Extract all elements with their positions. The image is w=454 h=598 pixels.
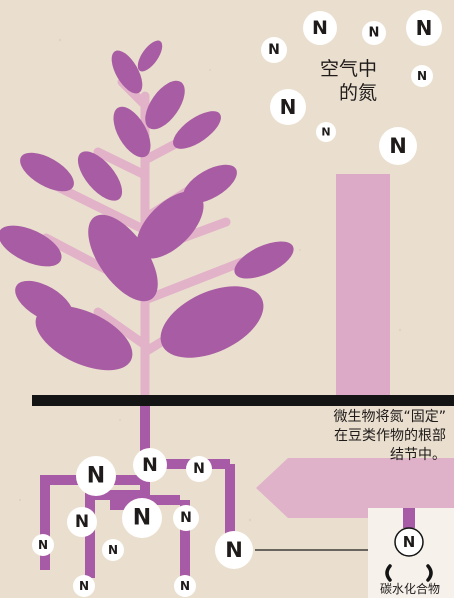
leaf	[35, 305, 133, 371]
leaf	[0, 225, 62, 267]
fixation-note-line-2: 在豆类作物的根部	[334, 427, 446, 444]
nitrogen-circle: N	[394, 527, 424, 557]
atmospheric-nitrogen-bar	[336, 174, 390, 398]
leaf	[88, 214, 158, 302]
fixation-arrow	[256, 458, 454, 518]
nitrogen-circle: N	[303, 11, 337, 45]
nitrogen-circle: N	[122, 498, 162, 538]
nitrogen-circle: N	[316, 122, 336, 142]
nitrogen-circle: N	[270, 89, 306, 125]
nitrogen-circle: N	[73, 575, 95, 597]
nitrogen-circle: N	[174, 575, 196, 597]
leaf	[234, 241, 294, 279]
fixation-note-line-1: 微生物将氮“固定”	[333, 409, 446, 425]
nitrogen-symbol: N	[389, 134, 407, 158]
nitrogen-circle: N	[379, 127, 417, 165]
nitrogen-circle: N	[215, 531, 253, 569]
nitrogen-circle: N	[67, 507, 97, 537]
nitrogen-circle: N	[362, 21, 386, 45]
fixation-note-line-3: 结节中。	[390, 446, 446, 463]
nitrogen-circle: N	[102, 539, 124, 561]
air-label-line-1: 空气中	[320, 58, 378, 80]
nitrogen-symbol: N	[312, 17, 328, 39]
nitrogen-symbol: N	[75, 512, 89, 532]
nitrogen-circle: N	[173, 505, 199, 531]
nitrogen-circle: N	[261, 37, 287, 63]
leaf	[136, 191, 204, 259]
nitrogen-symbol: N	[268, 42, 280, 58]
nitrogen-symbol: N	[108, 543, 118, 557]
nitrogen-symbol: N	[225, 538, 243, 562]
air-nitrogen-label: 空气中 的氮	[320, 58, 377, 106]
nitrogen-circle: N	[411, 65, 433, 87]
nitrogen-circle: N	[406, 10, 442, 46]
nitrogen-circle: N	[133, 448, 167, 482]
carbohydrate-stem	[403, 508, 415, 528]
leaf	[111, 50, 143, 94]
nitrogen-symbol: N	[79, 579, 89, 593]
cycle-arrows-icon	[385, 564, 433, 582]
nitrogen-symbol: N	[133, 506, 151, 531]
nitrogen-symbol: N	[403, 533, 416, 551]
nitrogen-circle: N	[76, 456, 116, 496]
leaf	[145, 80, 185, 130]
plant-roots	[40, 406, 235, 582]
nitrogen-symbol: N	[180, 510, 192, 526]
nitrogen-circle: N	[32, 534, 54, 556]
nitrogen-symbol: N	[87, 464, 105, 489]
leaf	[113, 106, 151, 158]
ground-line	[32, 395, 454, 406]
fixation-note: 微生物将氮“固定” 在豆类作物的根部 结节中。	[333, 408, 446, 465]
nitrogen-symbol: N	[417, 69, 427, 83]
nitrogen-markers: N N N N N N N N N N N N N N N N N N N N	[32, 10, 442, 597]
nitrogen-symbol: N	[369, 26, 380, 41]
plant-leaves	[0, 40, 294, 371]
carbohydrate-label: 碳水化合物	[380, 582, 441, 596]
leaf	[77, 151, 123, 201]
leaf	[137, 40, 163, 72]
leaf	[173, 111, 221, 149]
nitrogen-symbol: N	[180, 579, 190, 593]
leaf	[20, 152, 74, 192]
nitrogen-symbol: N	[193, 461, 205, 477]
nitrogen-circle: N	[186, 456, 212, 482]
nitrogen-symbol: N	[280, 95, 297, 119]
air-label-line-2: 的氮	[339, 81, 378, 104]
nitrogen-symbol: N	[142, 454, 158, 476]
nitrogen-symbol: N	[416, 16, 433, 40]
leaf	[160, 286, 264, 358]
nitrogen-symbol: N	[38, 538, 48, 552]
nitrogen-symbol: N	[321, 126, 330, 139]
